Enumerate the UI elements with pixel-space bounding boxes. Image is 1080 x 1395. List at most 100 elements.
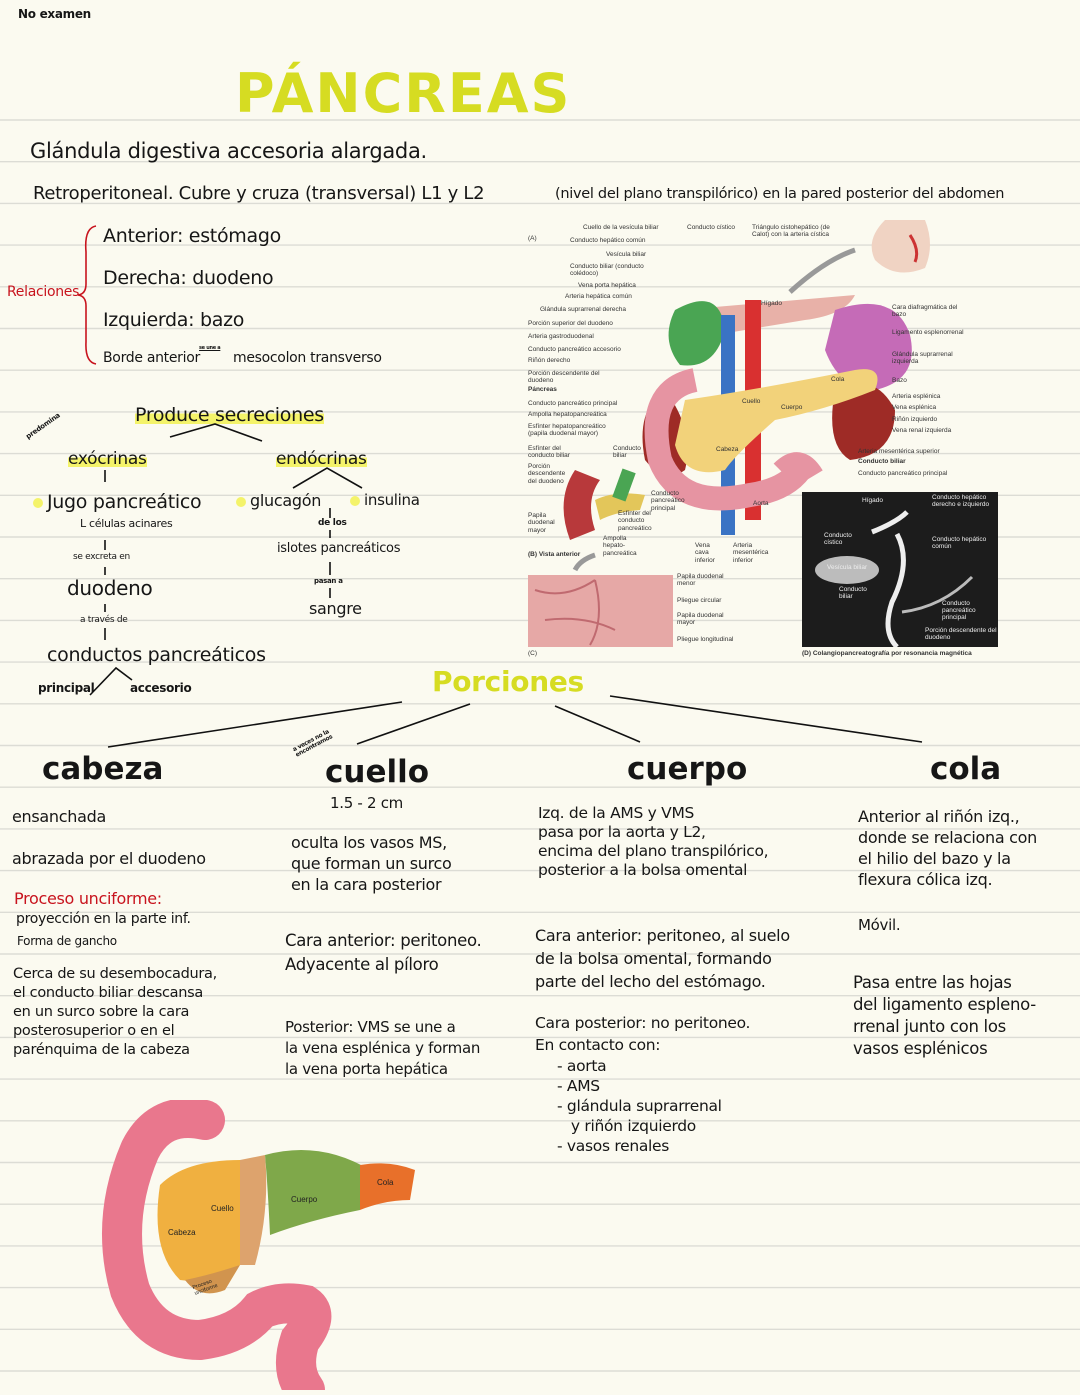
highlight-dot-icon: [350, 495, 360, 506]
text-line: rrenal junto con los: [853, 1017, 1006, 1036]
list-item: - aorta: [557, 1057, 607, 1075]
text-line: Cara anterior: peritoneo.: [285, 931, 482, 950]
corner-note: No examen: [18, 7, 91, 21]
text-line: la vena esplénica y forman: [285, 1039, 481, 1057]
figure-label: Ampolla hepato-pancreática: [603, 535, 637, 557]
panel-label-b: (B) Vista anterior: [528, 551, 581, 558]
figure-label: Conducto hepático común: [570, 237, 646, 244]
cabeza-heading: cabeza: [42, 751, 164, 787]
list-item: - vasos renales: [557, 1137, 670, 1155]
text-line: Adyacente al píloro: [285, 955, 439, 974]
anatomy-figure: (A) (B) Vista anterior (C) (D) Colangiopanc…: [525, 220, 1005, 665]
duct-accesorio: accesorio: [130, 681, 192, 695]
mri-label: Conducto cístico: [824, 532, 852, 547]
highlight-dot-icon: [236, 496, 246, 507]
exocrine-label: exócrinas: [68, 449, 147, 469]
cola-p2: Móvil.: [858, 916, 901, 934]
text-line: de la bolsa omental, formando: [535, 949, 772, 968]
list-item: y riñón izquierdo: [557, 1117, 696, 1135]
exocrine-cells: L células acinares: [80, 517, 173, 530]
text-line: vasos esplénicos: [853, 1039, 988, 1058]
glucagon-text: glucagón: [250, 491, 322, 510]
exocrine-conn-1: se excreta en: [73, 552, 130, 562]
figure-label: Bazo: [892, 377, 907, 384]
portions-title: Porciones: [432, 665, 584, 698]
cuello-size: 1.5 - 2 cm: [330, 794, 403, 812]
relation-izquierda: Izquierda: bazo: [103, 309, 245, 331]
relations-label: Relaciones: [7, 284, 80, 300]
figure-label: Porción descendente del duodeno: [528, 370, 600, 385]
text-line: Pasa entre las hojas: [853, 973, 1012, 992]
illus-label-cola: Cola: [377, 1178, 394, 1187]
uncinate-line-2: Forma de gancho: [17, 934, 117, 948]
mri-ducts: [815, 510, 974, 647]
hormone-glucagon: glucagón: [236, 492, 321, 510]
figure-label: Glándula suprarrenal derecha: [540, 306, 626, 313]
endocrine-label: endócrinas: [276, 449, 367, 469]
organ-label: Cola: [831, 376, 845, 383]
figure-label: Arteria esplénica: [892, 393, 941, 400]
secretions-title: Produce secreciones: [135, 404, 324, 426]
cuello-heading: cuello: [325, 754, 430, 790]
figure-label: Glándula suprarrenal izquierda: [892, 351, 953, 366]
panel-label-c: (C): [528, 650, 538, 657]
pancreas-illustration: [102, 1100, 415, 1390]
text-line: la vena porta hepática: [285, 1060, 448, 1078]
figure-label: Papila duodenal menor: [677, 573, 724, 588]
mri-label: Vesícula biliar: [827, 564, 868, 571]
figure-label: Páncreas: [528, 386, 557, 393]
cabeza-line-1: ensanchada: [12, 807, 106, 826]
exocrine-cells-text: células acinares: [89, 517, 173, 530]
figure-label: Ampolla hepatopancreática: [528, 411, 607, 418]
figure-label: Pliegue circular: [677, 597, 722, 604]
figure-label: Esfínter del conducto pancreático: [618, 510, 652, 532]
cola-heading: cola: [930, 751, 1002, 787]
list-item: - AMS: [557, 1077, 600, 1095]
text-line: posterosuperior o en el: [13, 1023, 175, 1039]
uncinate-title: Proceso unciforme:: [14, 889, 162, 908]
cola-p1: Anterior al riñón izq.,donde se relacion…: [858, 806, 1037, 890]
figure-label: Conducto pancreático principal: [528, 400, 618, 407]
relation-derecha: Derecha: duodeno: [103, 267, 274, 289]
exocrine-product-text: Jugo pancreático: [47, 491, 202, 513]
organ-label: Aorta: [753, 500, 769, 507]
illus-label-cuerpo: Cuerpo: [291, 1195, 318, 1204]
text-line: en un surco sobre la cara: [13, 1004, 190, 1020]
intro-line-1: Glándula digestiva accesoria alargada.: [30, 139, 427, 163]
figure-label: Ligamento esplenorrenal: [892, 329, 964, 336]
figure-label: Arteria mesentérica inferior: [733, 542, 769, 564]
organ-label: Cuerpo: [781, 404, 803, 411]
duct-principal: principal: [38, 681, 95, 695]
figure-label: Vena esplénica: [892, 404, 937, 411]
text-line: pasa por la aorta y L2,: [538, 823, 706, 841]
list-item: - glándula suprarrenal: [557, 1097, 722, 1115]
cola-p3: Pasa entre las hojas del ligamento esplen…: [853, 972, 1036, 1060]
figure-label: Triángulo cistohepático (de Calot) con l…: [752, 224, 830, 239]
text-line: posterior a la bolsa omental: [538, 861, 748, 879]
figure-label: Esfínter hepatopancreático (papila duode…: [528, 423, 606, 438]
text-line: del ligamento espleno-: [853, 995, 1036, 1014]
figure-label: Conducto pancreático accesorio: [528, 346, 621, 353]
mri-label: Conducto biliar: [839, 586, 867, 601]
figure-label: Papila duodenal mayor: [677, 612, 724, 627]
text-line: Cara posterior: no peritoneo.: [535, 1014, 751, 1032]
panel-label-d: (D) Colangiopancreatografía por resonanc…: [802, 650, 972, 657]
panel-label-a: (A): [528, 235, 537, 242]
anatomy-illustration: [528, 220, 930, 647]
figure-label: Arteria hepática común: [565, 293, 632, 300]
brace-icon: [77, 225, 97, 365]
cuerpo-heading: cuerpo: [627, 751, 748, 787]
mri-label: Conducto hepático común: [932, 536, 987, 551]
exocrine-product: Jugo pancreático: [33, 491, 202, 513]
relation-borde-left: Borde anterior: [103, 350, 200, 366]
mri-label: Hígado: [862, 497, 883, 504]
cuello-p2: Cara anterior: peritoneo. Adyacente al pí…: [285, 929, 482, 977]
organ-label: Cuello: [742, 398, 761, 405]
highlight-dot-icon: [33, 497, 43, 508]
relation-borde-note: se une a: [199, 345, 221, 351]
endocrine-conn-2: pasan a: [314, 577, 343, 585]
insulina-text: insulina: [364, 491, 420, 509]
